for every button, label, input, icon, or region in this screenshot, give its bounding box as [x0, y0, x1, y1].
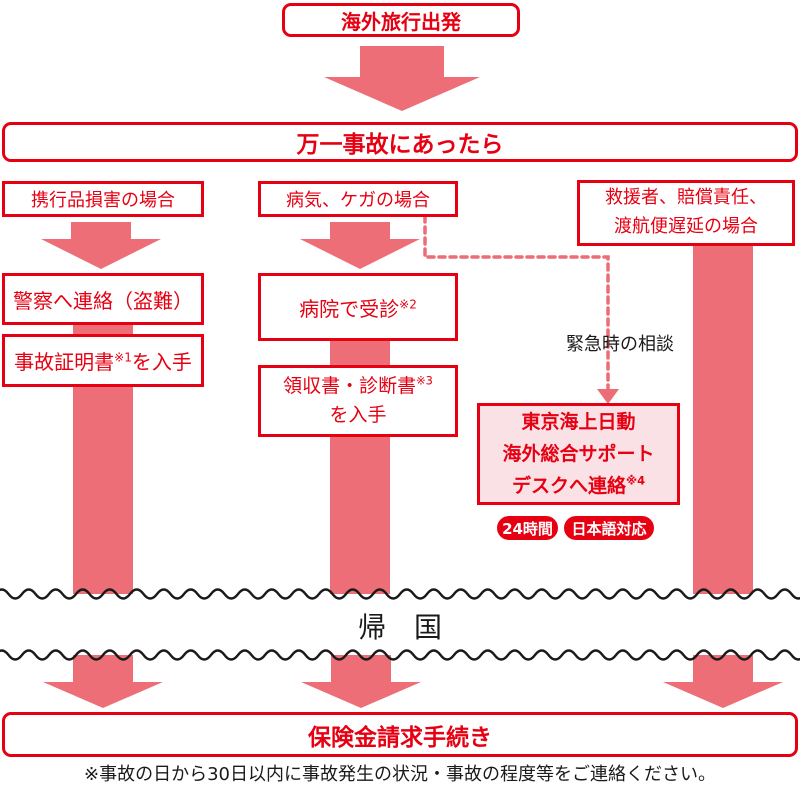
- accident-cert-box: 事故証明書※1を入手: [2, 334, 204, 387]
- receipt-label: 領収書・診断書※3 を入手: [283, 373, 433, 426]
- sickness-long-shaft: [330, 434, 390, 594]
- rescue-long-shaft: [693, 244, 753, 594]
- police-label: 警察へ連絡（盗難）: [13, 288, 193, 313]
- receipt-box: 領収書・診断書※3 を入手: [258, 365, 458, 437]
- accident-label: 万一事故にあったら: [296, 132, 504, 158]
- rescue-header-box: 救援者、賠償責任、 渡航便遅延の場合: [577, 180, 795, 246]
- wave-line-top: [0, 588, 800, 600]
- rescue-header-label: 救援者、賠償責任、 渡航便遅延の場合: [605, 187, 767, 237]
- sickness-header-label: 病気、ケガの場合: [286, 190, 430, 211]
- rescue-final-head: [663, 682, 783, 708]
- badge-24h: 24時間: [497, 516, 558, 540]
- baggage-long-shaft: [73, 385, 133, 594]
- hospital-box: 病院で受診※2: [258, 273, 458, 341]
- claim-box: 保険金請求手続き: [2, 712, 798, 757]
- depart-box: 海外旅行出発: [282, 3, 520, 37]
- baggage-arrow-shaft: [71, 222, 131, 239]
- baggage-final-head: [43, 682, 163, 708]
- accident-cert-label: 事故証明書※1を入手: [14, 350, 192, 374]
- emergency-consult-label: 緊急時の相談: [566, 334, 674, 355]
- return-home-label: 帰 国: [357, 611, 442, 644]
- support-desk-box: 東京海上日動 海外総合サポート デスクへ連絡※4: [477, 403, 680, 505]
- sickness-arrow-shaft: [330, 222, 390, 239]
- sickness-final-head: [301, 682, 421, 708]
- hospital-label: 病院で受診※2: [299, 296, 417, 321]
- dashed-arrow-head: [597, 389, 619, 404]
- baggage-header-label: 携行品損害の場合: [31, 190, 175, 211]
- big-down-arrow-head: [324, 77, 480, 111]
- support-desk-label: 東京海上日動 海外総合サポート デスクへ連絡※4: [502, 410, 655, 498]
- sickness-header-box: 病気、ケガの場合: [258, 181, 458, 217]
- depart-label: 海外旅行出発: [341, 9, 461, 34]
- claim-label: 保険金請求手続き: [308, 724, 492, 751]
- emergency-dashed-route: [423, 214, 619, 404]
- footnote: ※事故の日から30日以内に事故発生の状況・事故の程度等をご連絡ください。: [84, 764, 716, 785]
- police-box: 警察へ連絡（盗難）: [2, 273, 204, 325]
- badge-japanese: 日本語対応: [564, 516, 654, 540]
- accident-box: 万一事故にあったら: [2, 122, 798, 162]
- sickness-arrow-head: [300, 239, 420, 269]
- baggage-arrow-head: [41, 239, 161, 269]
- sickness-connector: [330, 336, 390, 368]
- big-down-arrow-shaft: [360, 46, 444, 77]
- wave-line-bottom: [0, 649, 800, 661]
- baggage-header-box: 携行品損害の場合: [2, 181, 204, 217]
